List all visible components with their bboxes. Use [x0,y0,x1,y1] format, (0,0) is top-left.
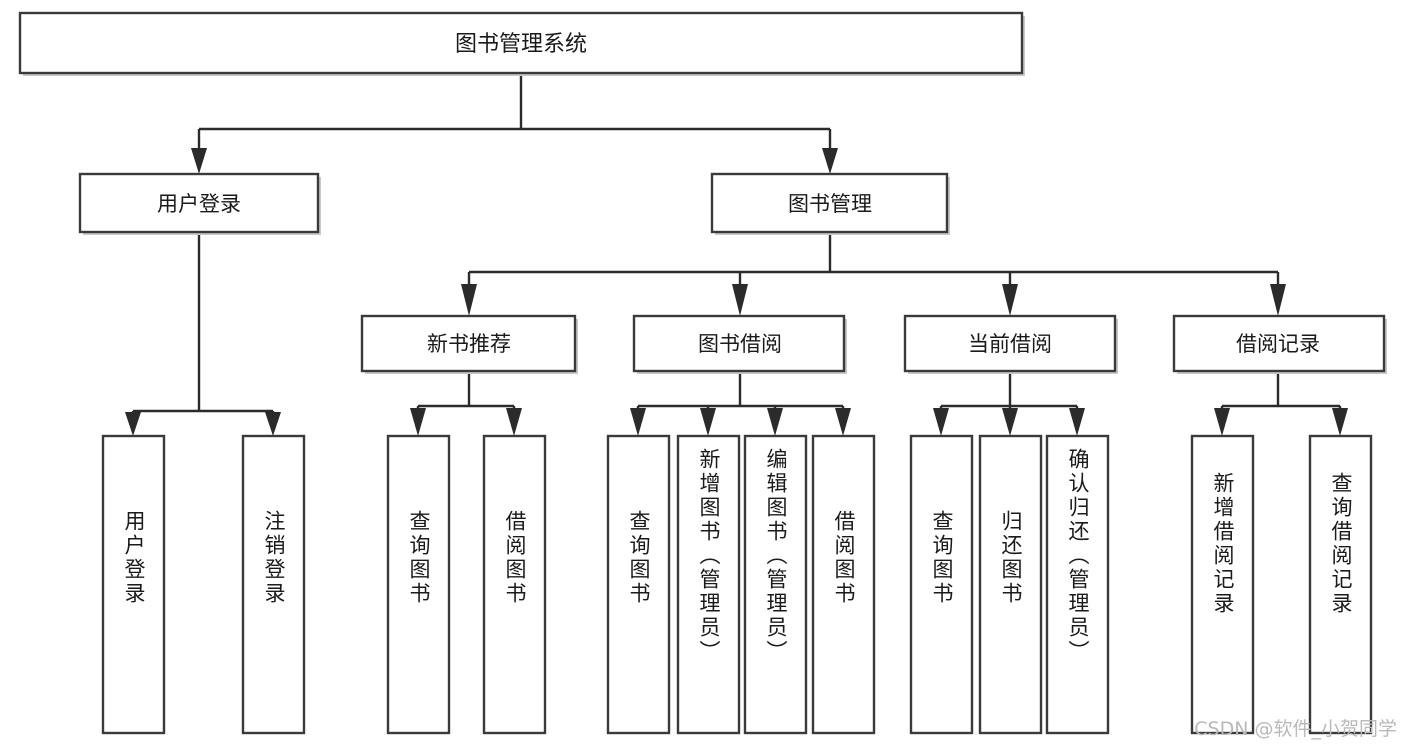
arrowhead-leaf-add-record [1214,408,1230,436]
arrowhead-current-borrow [1002,284,1018,316]
arrowhead-leaf-confirm-return [1069,408,1085,436]
node-book-borrow-box[interactable] [632,314,846,373]
leaf-user-login-box[interactable] [101,434,166,735]
node-book-manage-label: 图书管理 [788,192,872,216]
leaf-add-record-box[interactable] [1190,434,1255,735]
leaf-query-book-3-box[interactable] [909,434,974,735]
node-book-borrow-label: 图书借阅 [698,332,782,356]
node-root-label: 图书管理系统 [455,32,587,57]
arrowhead-leaf-add-book [700,408,716,436]
leaf-query-record-box[interactable] [1308,434,1373,735]
arrowhead-new-book-recommend [461,284,477,316]
node-current-borrow-box[interactable] [903,314,1117,373]
node-user-login-box[interactable] [78,172,320,234]
node-current-borrow[interactable]: 当前借阅 [903,314,1118,374]
leaf-query-book-1-box[interactable] [386,434,451,735]
leaf-edit-book-box[interactable] [743,434,808,735]
leaf-query-book-2-box[interactable] [606,434,671,735]
leaf-borrow-book-2-box[interactable] [811,434,876,735]
leaf-user-logout-box[interactable] [241,434,306,735]
node-new-book-recommend[interactable]: 新书推荐 [360,314,578,374]
arrowhead-leaf-borrow-book-2 [835,408,851,436]
arrowhead-leaf-user-login [125,412,141,436]
node-new-book-recommend-label: 新书推荐 [427,332,511,356]
node-book-manage-box[interactable] [710,172,949,234]
arrowhead-leaf-borrow-book-1 [506,408,522,436]
node-borrow-record[interactable]: 借阅记录 [1172,314,1387,374]
node-borrow-record-box[interactable] [1172,314,1386,373]
node-new-book-recommend-box[interactable] [360,314,577,373]
node-book-borrow[interactable]: 图书借阅 [632,314,847,374]
connector-layer [125,74,1348,436]
arrowhead-leaf-return-book [1002,408,1018,436]
arrowhead-leaf-edit-book [767,408,783,436]
node-borrow-record-label: 借阅记录 [1236,332,1320,356]
leaf-borrow-book-1-box[interactable] [482,434,547,735]
node-current-borrow-label: 当前借阅 [968,332,1052,356]
arrowhead-borrow-record [1270,284,1286,316]
node-root[interactable]: 图书管理系统 [18,11,1025,76]
arrowhead-leaf-query-record [1332,408,1348,436]
arrowhead-user-login [191,148,207,174]
arrowhead-leaf-query-book-2 [630,408,646,436]
leaf-add-book-box[interactable] [676,434,741,735]
leaf-confirm-return-box[interactable] [1045,434,1110,735]
node-root-box[interactable] [18,11,1024,75]
arrowhead-leaf-query-book-3 [933,408,949,436]
node-book-manage[interactable]: 图书管理 [710,172,950,235]
node-user-login[interactable]: 用户登录 [78,172,321,235]
arrowhead-book-borrow [732,284,748,316]
node-user-login-label: 用户登录 [157,192,241,216]
arrowhead-leaf-user-logout [265,412,281,436]
leaf-return-book-box[interactable] [978,434,1043,735]
arrowhead-leaf-query-book-1 [410,408,426,436]
arrowhead-book-manage [822,148,838,174]
leaf-boxes [101,434,1373,735]
